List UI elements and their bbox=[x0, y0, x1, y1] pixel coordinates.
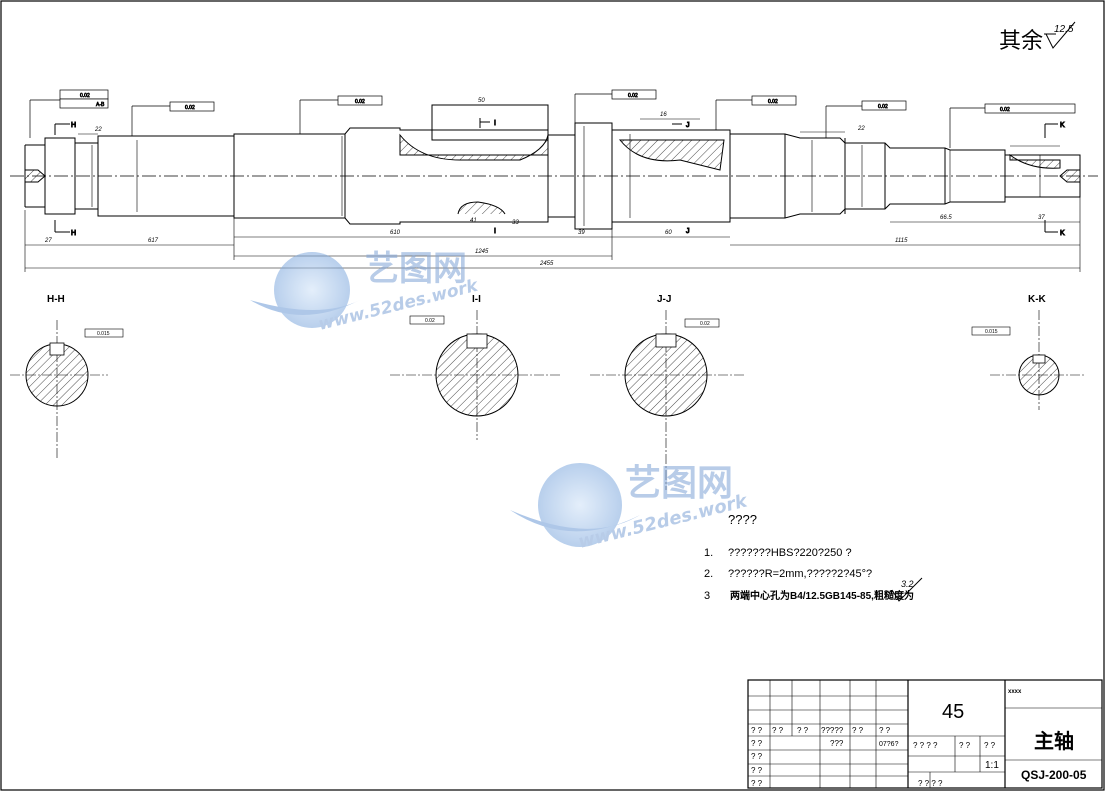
tb-q-1: ? ? bbox=[751, 726, 763, 735]
notes-heading: ???? bbox=[728, 512, 757, 527]
tol-frame-7: 0.02 bbox=[949, 103, 1076, 148]
cut-k-bottom: K bbox=[1060, 230, 1065, 237]
length-dimension-values: 27 617 610 39 60 1115 1245 2455 66.5 37 … bbox=[44, 98, 1045, 267]
tol-3-value: 0.02 bbox=[355, 99, 365, 105]
tol-1-value: 0.02 bbox=[80, 93, 90, 99]
dim-27: 27 bbox=[44, 238, 52, 244]
dim-2455: 2455 bbox=[539, 261, 554, 267]
jj-tol: 0.02 bbox=[700, 321, 710, 327]
dim-1115: 1115 bbox=[895, 238, 908, 244]
tb-q-6: ? ? bbox=[879, 726, 891, 735]
tol-frame-3: 0.02 bbox=[299, 95, 383, 134]
tolerance-frames: 0.02 A-B 0.02 0.02 0.02 0.02 0.02 bbox=[29, 89, 1076, 148]
section-ii: I-I 0.02 bbox=[390, 294, 560, 440]
note-3-rough: 3.2 bbox=[901, 579, 914, 589]
note-2-text: ??????R=2mm,?????2?45°? bbox=[728, 568, 872, 580]
hh-tol: 0.015 bbox=[97, 331, 110, 337]
scale: 1:1 bbox=[985, 760, 999, 771]
tb-q-2: ? ? bbox=[772, 726, 784, 735]
section-kk-label: K-K bbox=[1028, 294, 1047, 305]
tol-4-value: 0.02 bbox=[628, 93, 638, 99]
section-hh: H-H 0.015 bbox=[10, 294, 124, 460]
dim-39: 39 bbox=[578, 230, 585, 236]
cut-k-top: K bbox=[1060, 122, 1065, 129]
tb-q-10: ? ? bbox=[959, 741, 971, 750]
dim-50: 50 bbox=[478, 98, 485, 104]
tb-q-11: ? ? bbox=[984, 741, 996, 750]
dim-41: 41 bbox=[470, 218, 477, 224]
roughness-value: 12.5 bbox=[1054, 24, 1074, 35]
part-name: 主轴 bbox=[1034, 729, 1074, 753]
note-2-no: 2. bbox=[704, 568, 713, 580]
tb-q-5: ? ? bbox=[852, 726, 864, 735]
tol-frame-6: 0.02 bbox=[825, 100, 907, 138]
shaft-main-view bbox=[10, 104, 1098, 230]
tb-q-9: ? ? ? ? bbox=[913, 741, 938, 750]
drawing-no: QSJ-200-05 bbox=[1021, 768, 1087, 782]
watermark-2: 艺图网 www.52des.work bbox=[510, 463, 750, 553]
dim-16: 16 bbox=[660, 112, 667, 118]
cut-i-top: I bbox=[494, 120, 496, 127]
note-3-no: 3 bbox=[704, 590, 710, 602]
tol-frame-4: 0.02 bbox=[574, 89, 657, 123]
note-1-no: 1. bbox=[704, 547, 713, 559]
tb-code: 07?6? bbox=[879, 741, 899, 748]
tol-frame-5: 0.02 bbox=[715, 95, 797, 130]
dim-617: 617 bbox=[148, 238, 159, 244]
section-hh-label: H-H bbox=[47, 294, 65, 305]
watermark-2-cn: 艺图网 bbox=[625, 463, 733, 504]
tb-q-4: ????? bbox=[821, 726, 844, 735]
dim-22b: 22 bbox=[857, 126, 865, 132]
cutting-planes: H H I I J J K K bbox=[54, 118, 1066, 238]
tb-q-8: ??? bbox=[830, 739, 844, 748]
tol-6-value: 0.02 bbox=[878, 104, 888, 110]
cut-j-bottom: J bbox=[686, 228, 690, 235]
tol-frame-2: 0.02 bbox=[131, 101, 215, 136]
tol-7-value: 0.02 bbox=[1000, 107, 1010, 113]
dim-1245: 1245 bbox=[475, 249, 489, 255]
cut-i-bottom: I bbox=[494, 228, 496, 235]
note-3-text: 两端中心孔为B4/12.5GB145-85,粗糙度为 bbox=[730, 589, 914, 602]
tol-5-value: 0.02 bbox=[768, 99, 778, 105]
dim-33: 33 bbox=[512, 220, 519, 226]
dim-37: 37 bbox=[1038, 215, 1045, 221]
section-kk: K-K 0.015 bbox=[971, 294, 1085, 410]
material: 45 bbox=[942, 701, 964, 723]
cut-h-bottom: H bbox=[71, 230, 76, 237]
tb-q-3: ? ? bbox=[797, 726, 809, 735]
cut-h-top: H bbox=[71, 122, 76, 129]
note-1-text: ???????HBS?220?250 ? bbox=[728, 547, 852, 559]
tol-1-datum: A-B bbox=[96, 102, 105, 108]
section-jj-label: J-J bbox=[657, 294, 671, 305]
dim-66-5: 66.5 bbox=[940, 215, 952, 221]
dim-610: 610 bbox=[390, 230, 401, 236]
cut-j-top: J bbox=[686, 122, 690, 129]
title-block: 45 主轴 QSJ-200-05 1:1 xxxx ? ? ? ? ? ? ??… bbox=[747, 679, 1103, 789]
company: xxxx bbox=[1008, 689, 1022, 695]
technical-notes: ???? 1. ???????HBS?220?250 ? 2. ??????R=… bbox=[704, 512, 923, 602]
section-jj: J-J 0.02 bbox=[590, 294, 745, 490]
section-ii-label: I-I bbox=[472, 294, 481, 305]
roughness-other: 其余 12.5 bbox=[999, 21, 1076, 53]
tb-q-14: ? ? bbox=[751, 779, 763, 788]
dim-60: 60 bbox=[665, 230, 672, 236]
length-dimensions bbox=[24, 118, 1081, 272]
tb-q-13: ? ? bbox=[751, 766, 763, 775]
dim-22: 22 bbox=[94, 127, 102, 133]
watermark-1: 艺图网 www.52des.work bbox=[250, 249, 481, 335]
tol-2-value: 0.02 bbox=[185, 105, 195, 111]
tb-q-12: ? ? bbox=[751, 752, 763, 761]
ii-tol: 0.02 bbox=[425, 318, 435, 324]
tb-q-15: ? ? ? ? bbox=[918, 779, 943, 788]
roughness-label: 其余 bbox=[999, 28, 1043, 53]
kk-tol: 0.015 bbox=[985, 329, 998, 335]
tb-q-7: ? ? bbox=[751, 739, 763, 748]
tol-frame-1: 0.02 A-B bbox=[29, 89, 109, 138]
watermark-1-cn: 艺图网 bbox=[365, 249, 467, 289]
